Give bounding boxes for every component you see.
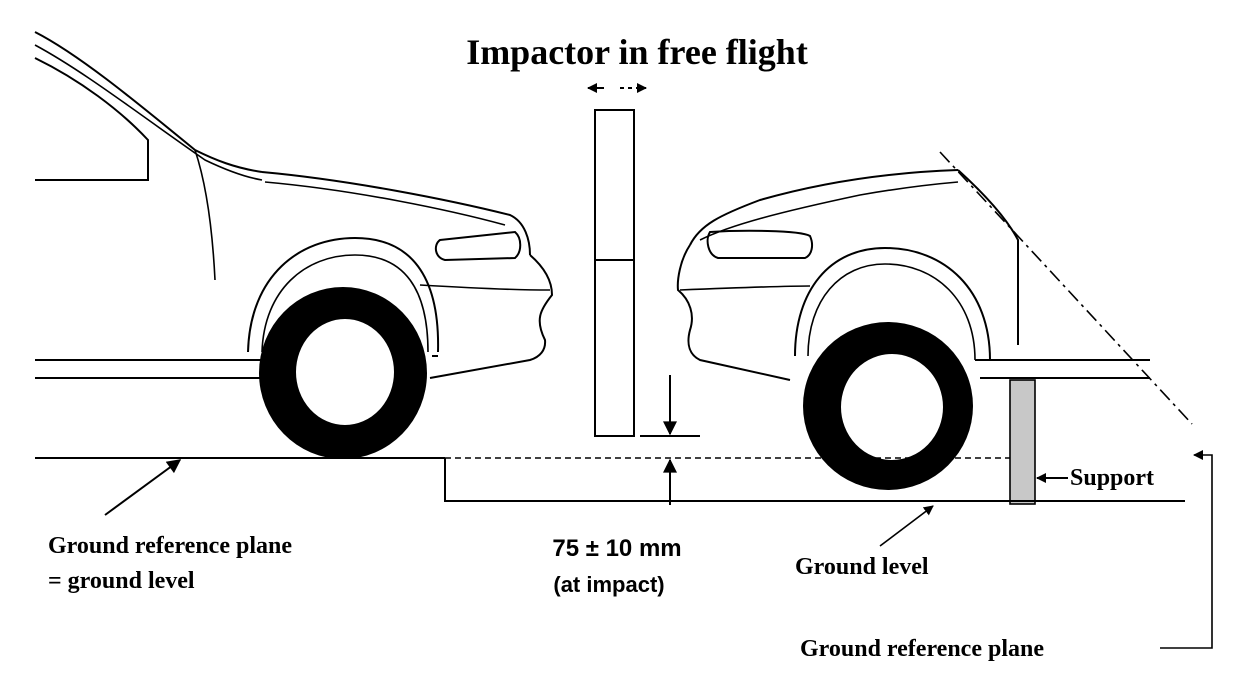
ground-level-line (444, 458, 1185, 502)
support-block (1009, 379, 1036, 505)
right-car-a-pillar (957, 169, 1019, 345)
right-car (676, 151, 1193, 490)
left-car-wheel-arch (247, 236, 440, 353)
right-car-wheel-arch-inner (807, 263, 976, 361)
ground-reference-plane-arrow-icon (104, 459, 182, 516)
left-car-headlight (434, 230, 522, 262)
right-car-rim (839, 352, 945, 462)
left-car-hood (261, 171, 531, 256)
clearance-note-label: (at impact) (553, 572, 664, 597)
support-label: Support (1070, 465, 1154, 491)
ground-reference-plane-label-line2: = ground level (48, 568, 195, 594)
left-car-window (34, 57, 149, 181)
left-car-roof-line (34, 31, 263, 173)
ground-level-label: Ground level (795, 554, 929, 580)
right-car-dashdot-line (939, 151, 1193, 425)
ground-reference-plane-right-label: Ground reference plane (800, 636, 1044, 662)
left-car-bumper (429, 254, 554, 379)
right-car-headlight (706, 229, 814, 259)
clearance-value-label: 75 ± 10 mm (552, 535, 681, 562)
left-car-wheel-arch-inner (261, 254, 429, 353)
right-car-hood (689, 169, 959, 246)
ground-reference-plane-right-leader (1160, 450, 1213, 649)
left-car (34, 31, 554, 459)
ground-reference-plane-label-line1: Ground reference plane (48, 533, 292, 559)
right-car-bumper (676, 244, 791, 381)
right-car-body-line (679, 285, 811, 291)
diagram-title: Impactor in free flight (466, 32, 808, 72)
left-car-roof-line-inner (34, 44, 263, 181)
left-car-body-line (419, 284, 551, 291)
left-car-a-pillar (194, 149, 216, 281)
impactor (594, 109, 635, 437)
ground-level-arrow-icon (879, 505, 934, 547)
right-car-wheel-arch (794, 246, 991, 361)
left-car-hood-crease (264, 181, 506, 226)
left-car-rim (294, 317, 396, 427)
right-car-hood-crease (699, 181, 959, 241)
